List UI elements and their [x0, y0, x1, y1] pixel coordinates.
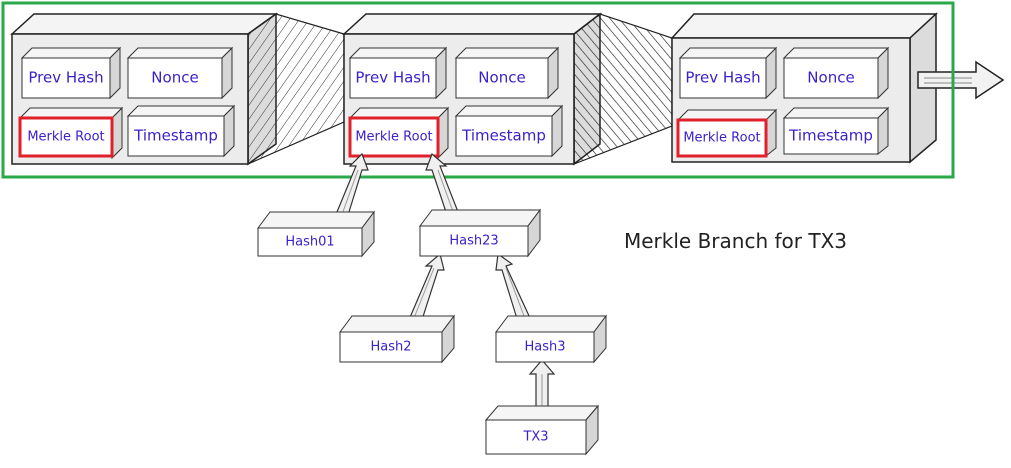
- node-tx3: TX3: [484, 404, 600, 456]
- prev-hash-box: Prev Hash: [678, 46, 778, 100]
- prev-hash-box: Prev Hash: [20, 46, 122, 100]
- prev-hash-label: Prev Hash: [28, 69, 103, 87]
- arrow-hash3-to-hash23: [495, 252, 531, 323]
- nonce-label: Nonce: [478, 69, 525, 87]
- merkle-root-highlight: [348, 116, 440, 158]
- hash23-label: Hash23: [449, 234, 498, 249]
- tx3-label: TX3: [522, 430, 548, 445]
- merkle-root-box: Merkle Root: [348, 106, 450, 160]
- nonce-label: Nonce: [807, 69, 854, 87]
- merkle-root-highlight: [18, 116, 114, 158]
- block-2: Prev Hash Nonce Merkle Root Timestamp: [342, 12, 603, 166]
- nonce-label: Nonce: [151, 69, 198, 87]
- hash01-label: Hash01: [285, 235, 334, 250]
- timestamp-label: Timestamp: [133, 127, 218, 145]
- arrow-hash2-to-hash23: [407, 252, 445, 327]
- timestamp-box: Timestamp: [782, 106, 890, 156]
- hash3-label: Hash3: [524, 340, 565, 355]
- chain-continues-arrow-icon: [917, 60, 1005, 100]
- prev-hash-label: Prev Hash: [685, 69, 760, 87]
- merkle-root-label: Merkle Root: [355, 130, 432, 145]
- node-hash3: Hash3: [495, 314, 607, 364]
- merkle-root-highlight: [676, 118, 768, 158]
- timestamp-box: Timestamp: [126, 104, 236, 158]
- merkle-root-label: Merkle Root: [683, 131, 760, 146]
- timestamp-box: Timestamp: [454, 104, 564, 158]
- node-hash23: Hash23: [419, 208, 541, 258]
- node-hash2: Hash2: [339, 314, 455, 364]
- prev-hash-label: Prev Hash: [355, 69, 430, 87]
- nonce-box: Nonce: [454, 46, 560, 100]
- chain-link-1: [247, 13, 345, 165]
- nonce-box: Nonce: [782, 46, 890, 100]
- merkle-root-label: Merkle Root: [27, 130, 104, 145]
- hash2-label: Hash2: [370, 340, 411, 355]
- chain-link-2: [573, 13, 673, 165]
- blockchain-highlight-frame: [1, 1, 955, 179]
- merkle-root-box: Merkle Root: [676, 108, 778, 158]
- block-1: Prev Hash Nonce Merkle Root Timestamp: [10, 12, 279, 166]
- prev-hash-box: Prev Hash: [348, 46, 448, 100]
- timestamp-label: Timestamp: [461, 127, 546, 145]
- block-3: Prev Hash Nonce Merkle Root Timestamp: [670, 12, 938, 164]
- timestamp-label: Timestamp: [788, 127, 873, 145]
- nonce-box: Nonce: [126, 46, 234, 100]
- merkle-root-box: Merkle Root: [18, 106, 124, 160]
- caption: Merkle Branch for TX3: [624, 229, 847, 253]
- node-hash01: Hash01: [257, 210, 375, 258]
